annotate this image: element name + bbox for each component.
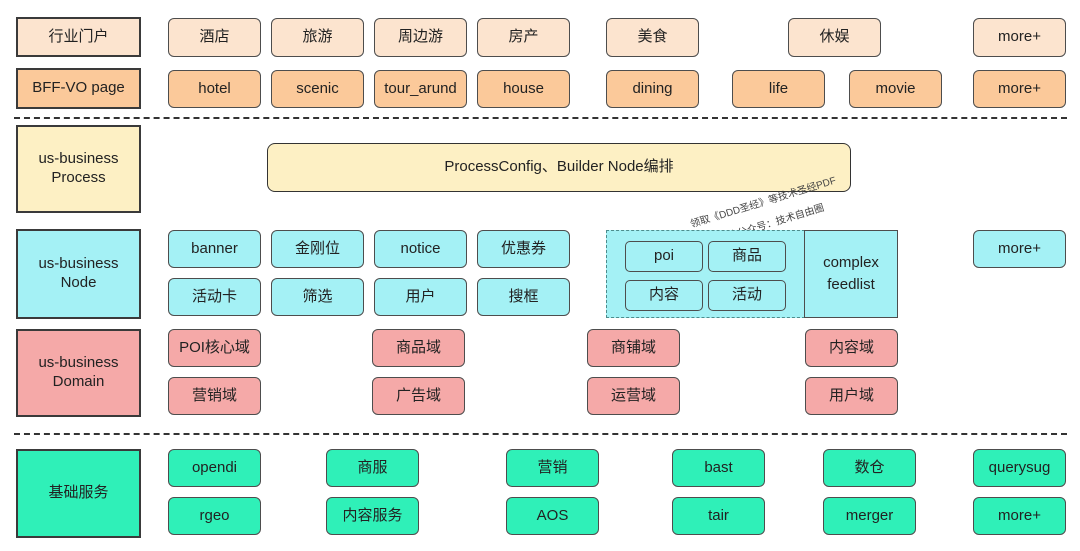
industry-item-more: more+ [973,18,1066,57]
node-item-kingkong: 金刚位 [271,230,364,268]
basic-item-data-warehouse: 数仓 [823,449,916,487]
bff-item-life: life [732,70,825,108]
process-label: us-business Process [16,125,141,213]
basic-services-label: 基础服务 [16,449,141,538]
node-item-user: 用户 [374,278,467,316]
node-item-coupon: 优惠券 [477,230,570,268]
divider-top [14,117,1067,119]
node-group-activity: 活动 [708,280,786,311]
industry-item-travel: 旅游 [271,18,364,57]
process-config-bar: ProcessConfig、Builder Node编排 [267,143,851,192]
bff-vo-label: BFF-VO page [16,68,141,109]
bff-item-scenic: scenic [271,70,364,108]
divider-bottom [14,433,1067,435]
basic-item-tair: tair [672,497,765,535]
basic-item-opendi: opendi [168,449,261,487]
domain-item-content: 内容域 [805,329,898,367]
node-item-notice: notice [374,230,467,268]
node-item-more: more+ [973,230,1066,268]
node-item-activity-card: 活动卡 [168,278,261,316]
industry-item-food: 美食 [606,18,699,57]
bff-item-tour-arund: tour_arund [374,70,467,108]
industry-item-hotel: 酒店 [168,18,261,57]
basic-item-rgeo: rgeo [168,497,261,535]
industry-item-nearby-tour: 周边游 [374,18,467,57]
bff-item-hotel: hotel [168,70,261,108]
basic-item-merger: merger [823,497,916,535]
basic-item-marketing: 营销 [506,449,599,487]
domain-label: us-business Domain [16,329,141,417]
node-item-searchbox: 搜框 [477,278,570,316]
node-group-poi: poi [625,241,703,272]
basic-item-content-service: 内容服务 [326,497,419,535]
node-group-product: 商品 [708,241,786,272]
node-group-content: 内容 [625,280,703,311]
bff-item-house: house [477,70,570,108]
node-item-banner: banner [168,230,261,268]
basic-item-querysug: querysug [973,449,1066,487]
basic-item-bast: bast [672,449,765,487]
domain-item-operation: 运营域 [587,377,680,415]
industry-item-realestate: 房产 [477,18,570,57]
industry-item-leisure: 休娱 [788,18,881,57]
node-item-filter: 筛选 [271,278,364,316]
basic-item-more: more+ [973,497,1066,535]
bff-item-dining: dining [606,70,699,108]
basic-item-aos: AOS [506,497,599,535]
domain-item-product: 商品域 [372,329,465,367]
basic-item-merchant-service: 商服 [326,449,419,487]
domain-item-poi-core: POI核心域 [168,329,261,367]
domain-item-marketing: 营销域 [168,377,261,415]
node-complex-feedlist: complex feedlist [804,230,898,318]
bff-item-movie: movie [849,70,942,108]
domain-item-ads: 广告域 [372,377,465,415]
industry-portal-label: 行业门户 [16,17,141,57]
bff-item-more: more+ [973,70,1066,108]
domain-item-user: 用户域 [805,377,898,415]
domain-item-shop: 商铺域 [587,329,680,367]
node-label: us-business Node [16,229,141,319]
